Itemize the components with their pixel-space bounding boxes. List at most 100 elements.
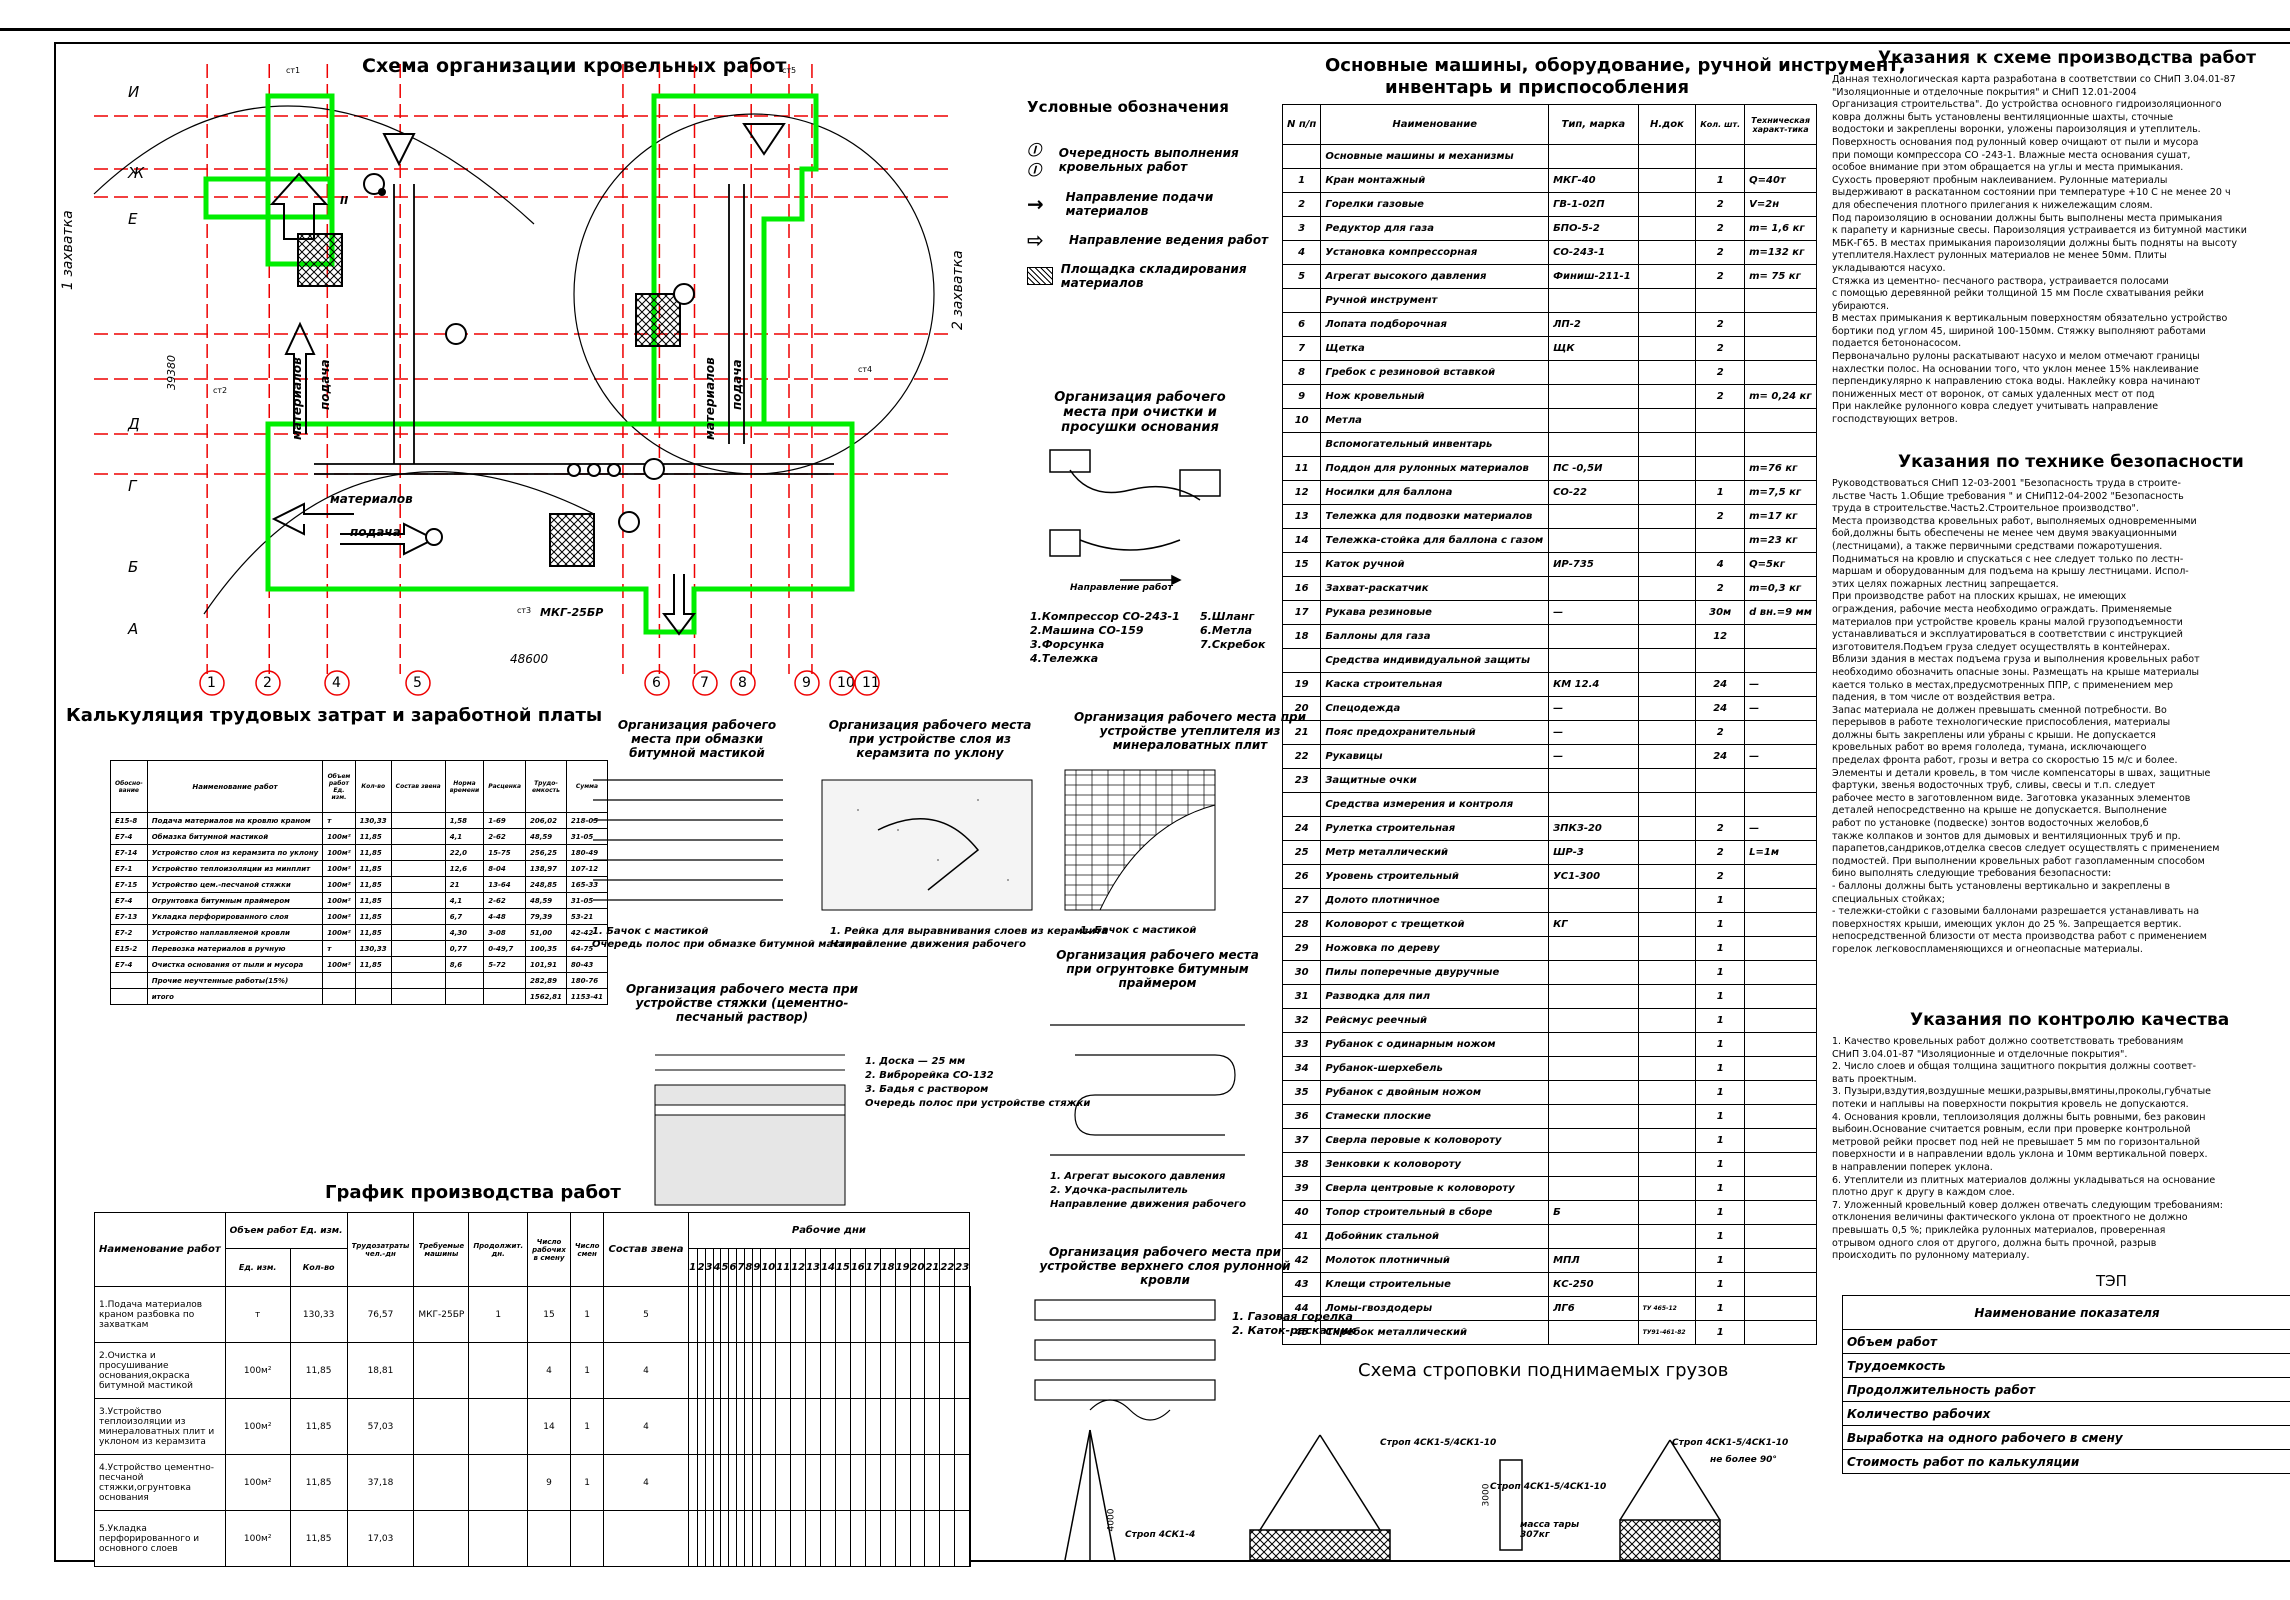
table-cell: 10 xyxy=(1281,408,1322,433)
day-cell xyxy=(894,1342,911,1399)
table-cell: Добойник стальной xyxy=(1320,1224,1550,1249)
note-line: - баллоны должны быть установлены вертик… xyxy=(1832,881,2171,892)
table-cell: 17,03 xyxy=(346,1510,415,1567)
day-cell xyxy=(805,1286,821,1343)
day-cell xyxy=(720,1510,730,1567)
table-cell xyxy=(1548,1128,1639,1153)
table-cell: 5 xyxy=(603,1286,689,1343)
day-cell xyxy=(849,1398,866,1455)
table-cell: 1 xyxy=(1695,1104,1746,1129)
table-cell xyxy=(1637,672,1697,697)
table-cell xyxy=(1637,1104,1697,1129)
note-line: ограждения, рабочие места необходимо огр… xyxy=(1832,603,2172,615)
detail-2-title: Организация рабочего места при обмазки б… xyxy=(617,718,777,760)
table-cell xyxy=(1744,1320,1817,1345)
table-cell: 15 xyxy=(527,1286,571,1343)
table-cell: 28 xyxy=(1281,912,1322,937)
day-cell xyxy=(696,1510,706,1567)
day-cell xyxy=(924,1342,941,1399)
table-cell xyxy=(390,860,446,877)
table-cell xyxy=(390,988,446,1005)
table-cell xyxy=(1744,864,1817,889)
table-cell: 1 xyxy=(1695,480,1746,505)
table-cell xyxy=(1744,1056,1817,1081)
table-row: 1.Подача материалов краном разбовка по з… xyxy=(94,1286,972,1343)
axis-row-А: А xyxy=(128,620,139,638)
day-cell xyxy=(775,1454,792,1511)
table-cell: т xyxy=(322,940,356,957)
day-cell xyxy=(728,1454,738,1511)
col-header: Кол-во xyxy=(289,1248,348,1287)
day-cell xyxy=(805,1454,821,1511)
legend-item-direction: ⇨ Направление ведения работ xyxy=(1027,228,1269,252)
day-cell xyxy=(939,1342,956,1399)
table-cell: 76,57 xyxy=(346,1286,415,1343)
note-line: должны быть закреплены или убраны с крыш… xyxy=(1832,729,2156,741)
table-cell: Разводка для пил xyxy=(1320,984,1550,1009)
table-cell: 12 xyxy=(1281,480,1322,505)
detail-7-caption: 1. Газовая горелка 2. Каток-раскатчик xyxy=(1232,1310,1356,1337)
tep-title: ТЭП xyxy=(2096,1272,2127,1290)
table-cell xyxy=(390,892,446,909)
table-cell xyxy=(527,1510,571,1567)
table-cell: 9 xyxy=(527,1454,571,1511)
day-cell xyxy=(939,1286,956,1343)
order-icon: Ⓘ Ⓘ xyxy=(1027,143,1041,179)
day-cell xyxy=(760,1510,777,1567)
table-cell: 40 xyxy=(1281,1200,1322,1225)
slinging-title: Схема строповки поднимаемых грузов xyxy=(1358,1360,1729,1381)
note-line: изготовителя.Подъем груза следует осущес… xyxy=(1832,641,2171,653)
table-cell: 17 xyxy=(1281,600,1322,625)
table-cell xyxy=(1281,432,1322,457)
table-cell: 1 xyxy=(1695,888,1746,913)
detail-2-drawing xyxy=(593,779,783,901)
day-cell xyxy=(736,1510,746,1567)
axis-row-Е: Е xyxy=(128,210,138,228)
table-cell: Перевозка материалов в ручную xyxy=(146,940,324,957)
note-line: подается бетононасосом. xyxy=(1832,338,1962,350)
note-line: утеплителя.Нахлест рулонных материалов н… xyxy=(1832,250,2167,262)
col-header: Расценка xyxy=(483,760,526,813)
day-cell xyxy=(712,1286,722,1343)
table-cell: КМ 12.4 xyxy=(1548,672,1639,697)
table-row: Количество рабочих xyxy=(1842,1401,2290,1426)
note-line: непосредственной близости от места произ… xyxy=(1832,931,2207,943)
table-cell: 100м² xyxy=(322,892,356,909)
table-cell xyxy=(1637,312,1697,337)
table-cell: 4 xyxy=(603,1398,689,1455)
day-header: 2 xyxy=(696,1248,706,1287)
capture-1-label: 1 захватка xyxy=(60,210,76,290)
table-cell: 36 xyxy=(1281,1104,1322,1129)
note-line: укладываются насухо. xyxy=(1832,262,1946,274)
table-cell: 4.Устройство цементно-песчаной стяжки,ог… xyxy=(94,1454,226,1511)
note-line: водостоки и закреплены воронки, уложены … xyxy=(1832,124,2201,136)
table-cell: ЩК xyxy=(1548,336,1639,361)
table-cell xyxy=(1548,888,1639,913)
table-cell: 22 xyxy=(1281,744,1322,769)
day-cell xyxy=(820,1510,836,1567)
legend-item-storage: Площадка складирования материалов xyxy=(1027,262,1277,290)
table-cell: Пилы поперечные двуручные xyxy=(1320,960,1550,985)
note-line: поверхности и в направлении вдоль уклона… xyxy=(1832,1149,2208,1161)
note-line: бой,должны быть обеспечены не менее чем … xyxy=(1832,528,2177,540)
axis-col-6: 6 xyxy=(652,675,661,691)
note-line: плотно друг к другу в каждом слое. xyxy=(1832,1187,2015,1199)
table-cell xyxy=(1744,1200,1817,1225)
day-cell xyxy=(744,1510,754,1567)
detail-3-drawing xyxy=(821,779,1033,911)
table-cell xyxy=(1637,552,1697,577)
detail-4-caption: 1. Бачок с мастикой xyxy=(1080,925,1197,936)
table-cell xyxy=(444,988,485,1005)
table-cell xyxy=(390,924,446,941)
table-cell: 18,81 xyxy=(346,1342,415,1399)
table-cell xyxy=(1695,648,1746,673)
site-plan-drawing: II xyxy=(93,64,954,674)
schedule-table: Наименование работ Объем работ Ед. изм. … xyxy=(94,1212,972,1567)
day-cell xyxy=(712,1454,722,1511)
table-cell xyxy=(1744,936,1817,961)
note-line: перпендикулярно к направлению стока воды… xyxy=(1832,376,2201,388)
